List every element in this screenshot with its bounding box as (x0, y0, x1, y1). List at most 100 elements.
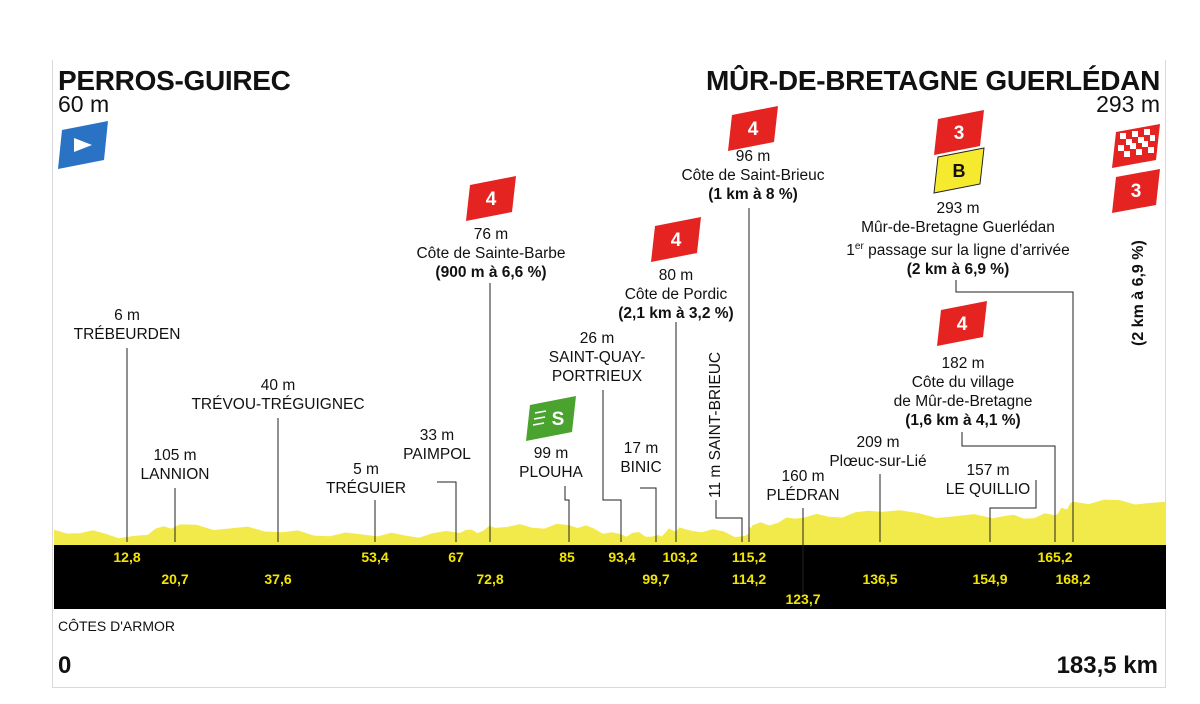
altitude: 182 m (941, 355, 985, 372)
town: PAIMPOL (403, 446, 471, 463)
altitude: 105 m (153, 447, 197, 464)
leader-mur-first (955, 280, 1074, 542)
label-mur-first: 293 m Mûr-de-Bretagne Guerlédan 1er pass… (846, 199, 1069, 279)
altitude: 96 m (735, 148, 771, 165)
altitude: 33 m (419, 427, 455, 444)
altitude: 160 m (781, 468, 825, 485)
passage-note: 1er passage sur la ligne d’arrivée (846, 241, 1070, 260)
label-saint-brieuc-town: 11 m SAINT-BRIEUC (707, 351, 724, 498)
town: TRÉVOU-TRÉGUIGNEC (191, 396, 365, 413)
label-ploeuc: 209 m Plœuc-sur-Lié (829, 433, 926, 471)
start-city: PERROS-GUIREC (58, 65, 291, 96)
altitude: 6 m (114, 307, 140, 324)
altitude: 209 m (856, 434, 900, 451)
sprint-badge-plouha: S (526, 396, 576, 441)
climb-stats: (2,1 km à 3,2 %) (618, 305, 734, 322)
label-lannion: 105 m LANNION (141, 446, 210, 484)
km-trebeurden: 12,8 (113, 549, 140, 565)
climb-name: Mûr-de-Bretagne Guerlédan (861, 219, 1055, 236)
label-pledran: 160 m PLÉDRAN (766, 467, 839, 505)
label-pordic: 80 m Côte de Pordic (2,1 km à 3,2 %) (618, 266, 733, 323)
leader-paimpol (437, 481, 457, 542)
km-band (54, 545, 1166, 609)
svg-text:4: 4 (671, 230, 682, 251)
label-treguier: 5 m TRÉGUIER (326, 460, 406, 498)
km-pordic: 103,2 (662, 549, 697, 565)
altitude: 76 m (473, 226, 509, 243)
town: TRÉBEURDEN (73, 326, 181, 343)
altitude: 40 m (260, 377, 296, 394)
town: LANNION (140, 466, 210, 483)
svg-text:3: 3 (954, 123, 965, 144)
climb-name: Côte de Pordic (624, 286, 728, 303)
km-trevou: 37,6 (264, 571, 291, 587)
town: PLÉDRAN (766, 487, 840, 504)
leader-lines (126, 208, 1074, 604)
label-trevou: 40 m TRÉVOU-TRÉGUIGNEC (191, 376, 364, 414)
climb-stats: (1 km à 8 %) (708, 186, 798, 203)
leader-binic (640, 487, 657, 542)
km-mur-first: 168,2 (1055, 571, 1090, 587)
start-flag-icon (58, 121, 108, 169)
altitude: 5 m (353, 461, 379, 478)
kom-badge-sainte-barbe: 4 (466, 176, 516, 221)
bonus-badge-mur-first: B (933, 147, 985, 194)
svg-text:3: 3 (1131, 181, 1142, 202)
start-km: 0 (58, 652, 72, 679)
climb-name-line1: Côte du village (911, 374, 1015, 391)
km-saint-brieuc-town: 114,2 (732, 571, 766, 587)
label-plouha: 99 m PLOUHA (519, 444, 583, 482)
finish-checkered-flag-icon (1112, 124, 1160, 168)
svg-text:S: S (552, 409, 565, 430)
label-finish-climb: (2 km à 6,9 %) (1130, 240, 1147, 346)
town: Plœuc-sur-Lié (829, 453, 927, 470)
label-saint-quay: 26 m SAINT-QUAY- PORTRIEUX (549, 329, 645, 386)
svg-text:4: 4 (957, 314, 968, 335)
km-village-mur: 165,2 (1037, 549, 1072, 565)
svg-text:B: B (953, 161, 966, 181)
altitude: 293 m (936, 200, 980, 217)
finish-city: MÛR-DE-BRETAGNE GUERLÉDAN (706, 65, 1160, 96)
altitude: 17 m (623, 440, 659, 457)
finish-altitude: 293 m (1096, 91, 1160, 117)
town-line2: PORTRIEUX (551, 368, 643, 385)
label-saint-brieuc: 96 m Côte de Saint-Brieuc (1 km à 8 %) (681, 147, 824, 204)
town-line1: SAINT-QUAY- (548, 349, 646, 366)
label-binic: 17 m BINIC (620, 439, 661, 477)
label-village-mur: 182 m Côte du village de Mûr-de-Bretagne… (894, 354, 1033, 430)
climb-stats: (2 km à 6,9 %) (906, 261, 1010, 279)
climb-name: Côte de Sainte-Barbe (416, 245, 566, 262)
km-pledran: 123,7 (785, 591, 820, 607)
leader-village-mur (961, 432, 1056, 542)
km-saint-brieuc: 115,2 (732, 549, 766, 565)
kom-badge-mur-first: 3 (934, 110, 984, 155)
altitude: 26 m (579, 330, 615, 347)
climb-name-line2: de Mûr-de-Bretagne (893, 393, 1033, 410)
leader-saint-brieuc-town (715, 500, 743, 542)
finish-km: 183,5 km (1056, 652, 1158, 679)
town: BINIC (620, 459, 662, 476)
elevation-profile (54, 499, 1166, 545)
km-treguier: 53,4 (361, 549, 388, 565)
label-paimpol: 33 m PAIMPOL (403, 426, 471, 464)
region-label: CÔTES D'ARMOR (58, 618, 176, 634)
altitude: 157 m (966, 462, 1010, 479)
kom-badge-village-mur: 4 (937, 301, 987, 346)
climb-stats: (900 m à 6,6 %) (435, 264, 547, 281)
kom-badge-pordic: 4 (651, 217, 701, 262)
town: TRÉGUIER (325, 480, 407, 497)
leader-quillio (989, 480, 1037, 542)
profile-frame (52, 60, 1166, 688)
km-saint-quay: 93,4 (608, 549, 635, 565)
km-sainte-barbe: 72,8 (476, 571, 503, 587)
kom-badge-saint-brieuc: 4 (728, 106, 778, 151)
leader-plouha (564, 486, 570, 542)
climb-stats: (1,6 km à 4,1 %) (905, 412, 1021, 429)
altitude: 80 m (658, 267, 694, 284)
km-lannion: 20,7 (161, 571, 188, 587)
leader-saint-quay (602, 390, 622, 542)
kom-badge-finish: 3 (1112, 169, 1160, 213)
label-trebeurden: 6 m TRÉBEURDEN (74, 306, 181, 344)
svg-text:4: 4 (486, 189, 497, 210)
